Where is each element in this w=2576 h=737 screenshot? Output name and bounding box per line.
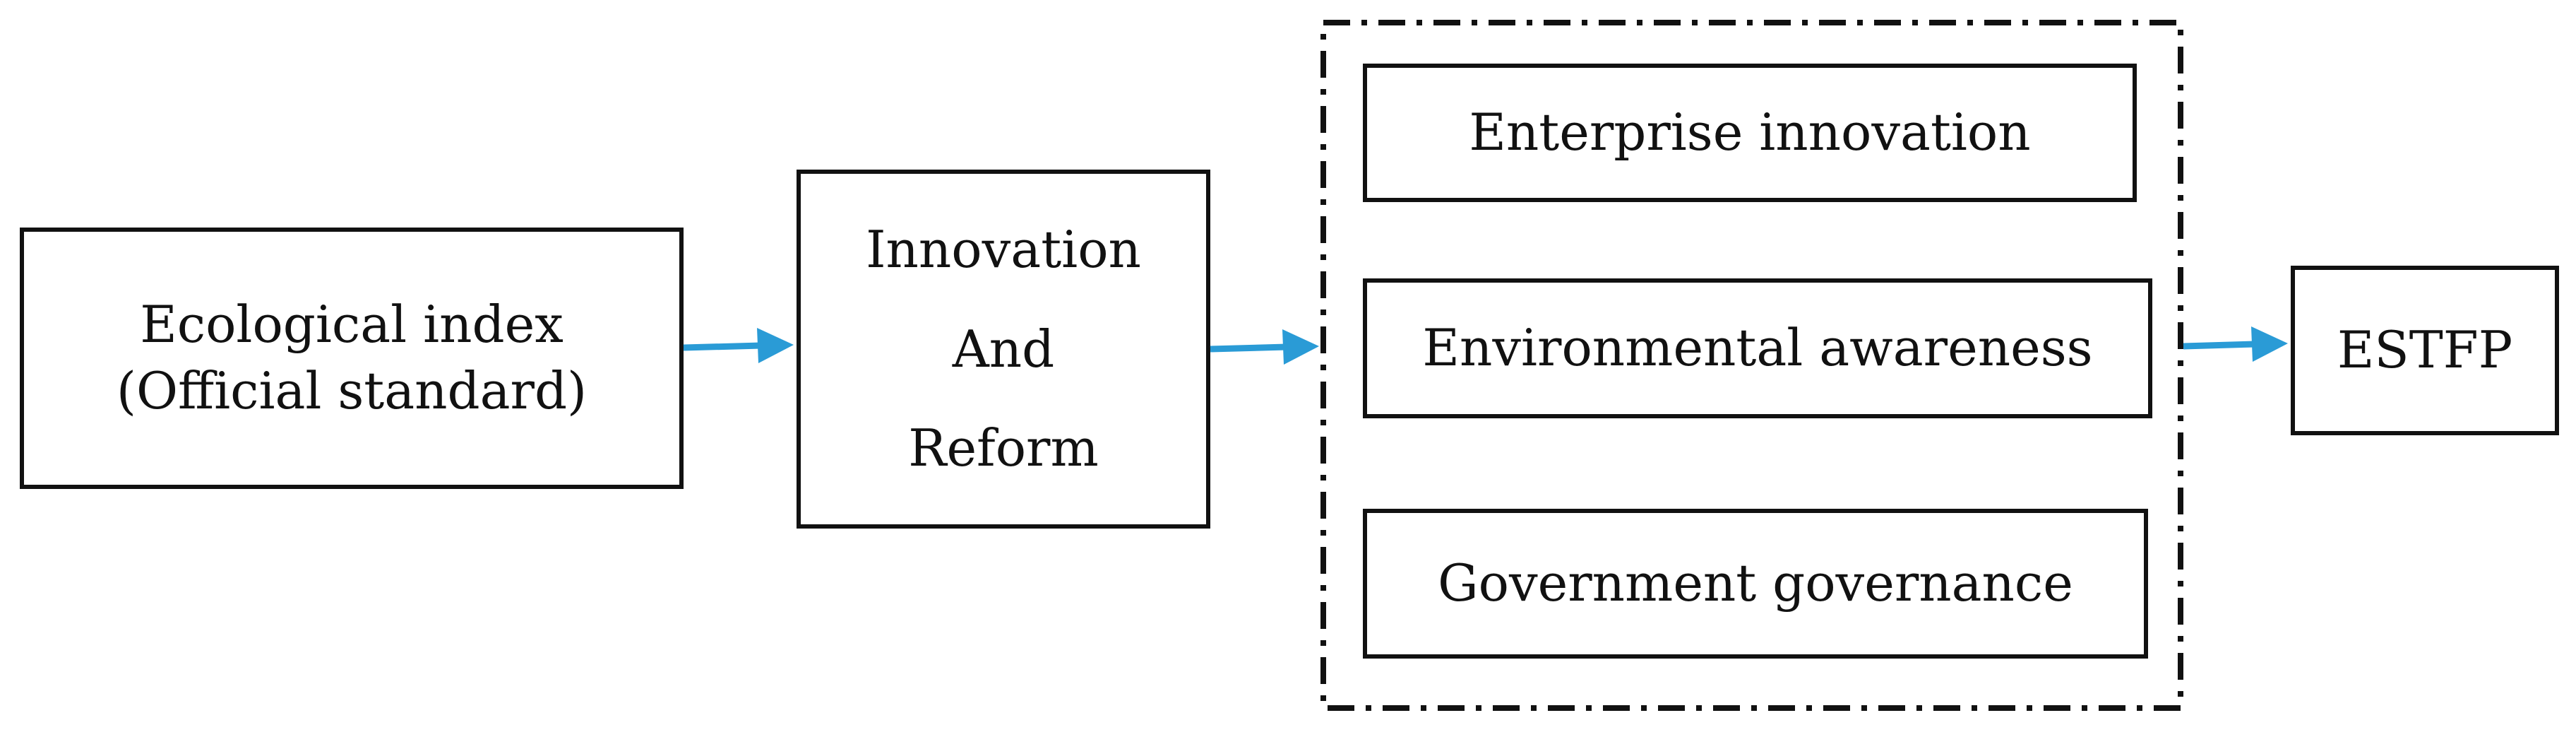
government-governance-box: Government governance — [1363, 509, 2148, 659]
environmental-awareness-label: Environmental awareness — [1422, 318, 2093, 378]
estfp-label: ESTFP — [2337, 320, 2513, 380]
environmental-awareness-box: Environmental awareness — [1363, 278, 2152, 418]
enterprise-innovation-box: Enterprise innovation — [1363, 64, 2137, 202]
innovation-reform-line-2: And — [952, 319, 1055, 379]
arrow-innovation-to-group — [1210, 329, 1319, 365]
estfp-box: ESTFP — [2291, 266, 2559, 435]
enterprise-innovation-label: Enterprise innovation — [1469, 102, 2031, 163]
innovation-reform-line-1: Innovation — [866, 220, 1141, 280]
innovation-reform-box: Innovation And Reform — [797, 170, 1210, 529]
ecological-index-line-2: (Official standard) — [116, 361, 588, 420]
ecological-index-box: Ecological index (Official standard) — [20, 228, 684, 489]
innovation-reform-line-3: Reform — [908, 418, 1099, 478]
arrow-group-to-estfp — [2183, 326, 2288, 362]
arrow-ecological-to-innovation — [683, 328, 794, 363]
mediator-group-frame — [1320, 20, 2183, 711]
government-governance-label: Government governance — [1438, 553, 2073, 613]
ecological-index-line-1: Ecological index — [140, 295, 564, 355]
